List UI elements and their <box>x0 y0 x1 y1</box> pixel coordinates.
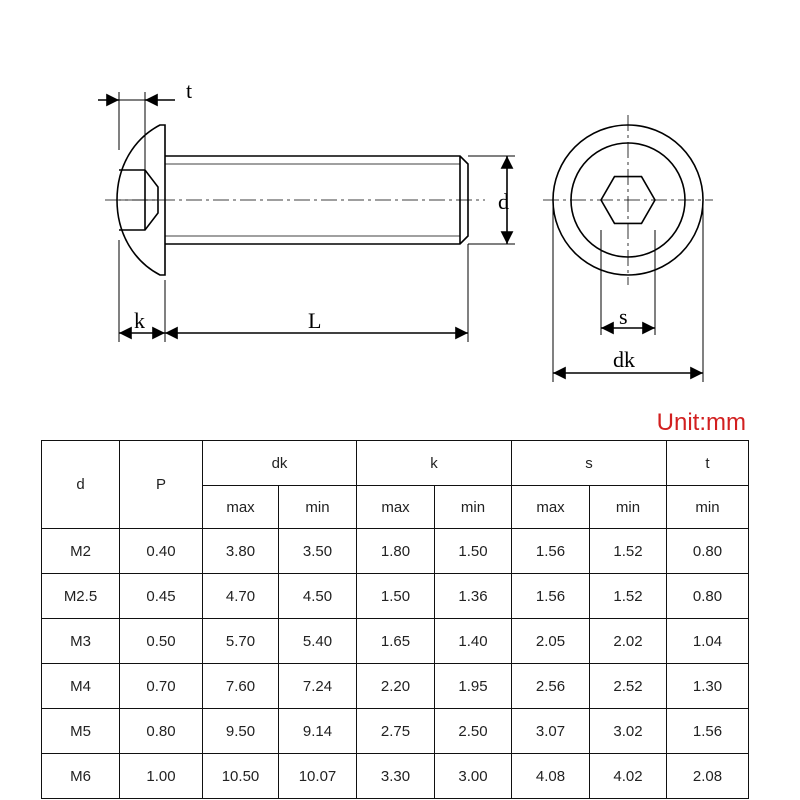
dimension-label-t: t <box>186 78 192 103</box>
table-cell: 0.50 <box>119 618 203 664</box>
header-dk: dk <box>202 440 357 486</box>
header-p: P <box>119 440 203 529</box>
table-cell: 3.02 <box>589 708 667 754</box>
table-cell: 2.50 <box>434 708 512 754</box>
table-cell: 0.80 <box>119 708 203 754</box>
subheader-dk-min: min <box>278 485 357 529</box>
table-cell: 1.65 <box>356 618 435 664</box>
table-cell: 1.30 <box>666 663 749 709</box>
dimension-label-dk: dk <box>613 347 635 372</box>
table-cell: 2.56 <box>511 663 590 709</box>
table-cell: M3 <box>41 618 120 664</box>
unit-label: Unit:mm <box>656 409 746 436</box>
table-row: M6 1.00 10.50 10.07 3.30 3.00 4.08 4.02 … <box>41 753 749 799</box>
table-row: M2 0.40 3.80 3.50 1.80 1.50 1.56 1.52 0.… <box>41 528 749 574</box>
table-cell: 0.80 <box>666 573 749 619</box>
table-cell: 2.02 <box>589 618 667 664</box>
table-cell: 2.52 <box>589 663 667 709</box>
table-cell: 1.40 <box>434 618 512 664</box>
subheader-t-min: min <box>666 485 749 529</box>
table-cell: 1.50 <box>356 573 435 619</box>
table-cell: 5.70 <box>202 618 279 664</box>
subheader-dk-max: max <box>202 485 279 529</box>
spec-table: d P dk k s t max min max min max min min… <box>41 440 749 799</box>
table-cell: 2.20 <box>356 663 435 709</box>
table-cell: M5 <box>41 708 120 754</box>
subheader-k-min: min <box>434 485 512 529</box>
table-cell: 1.95 <box>434 663 512 709</box>
table-cell: 1.52 <box>589 528 667 574</box>
subheader-s-max: max <box>511 485 590 529</box>
table-cell: M6 <box>41 753 120 799</box>
table-cell: 10.07 <box>278 753 357 799</box>
table-cell: 1.52 <box>589 573 667 619</box>
header-s: s <box>511 440 667 486</box>
table-cell: 4.70 <box>202 573 279 619</box>
table-row: M4 0.70 7.60 7.24 2.20 1.95 2.56 2.52 1.… <box>41 663 749 709</box>
subheader-k-max: max <box>356 485 435 529</box>
header-d: d <box>41 440 120 529</box>
table-cell: 1.04 <box>666 618 749 664</box>
table-cell: 0.70 <box>119 663 203 709</box>
table-cell: 7.60 <box>202 663 279 709</box>
table-cell: 10.50 <box>202 753 279 799</box>
table-cell: M2.5 <box>41 573 120 619</box>
table-row: M2.5 0.45 4.70 4.50 1.50 1.36 1.56 1.52 … <box>41 573 749 619</box>
table-cell: 1.80 <box>356 528 435 574</box>
table-cell: 3.80 <box>202 528 279 574</box>
table-cell: 3.50 <box>278 528 357 574</box>
table-cell: 9.14 <box>278 708 357 754</box>
table-cell: 1.56 <box>666 708 749 754</box>
table-cell: 0.40 <box>119 528 203 574</box>
table-cell: 0.45 <box>119 573 203 619</box>
table-cell: M2 <box>41 528 120 574</box>
table-row: M3 0.50 5.70 5.40 1.65 1.40 2.05 2.02 1.… <box>41 618 749 664</box>
subheader-s-min: min <box>589 485 667 529</box>
table-cell: 2.08 <box>666 753 749 799</box>
dimension-label-s: s <box>619 304 628 329</box>
table-cell: 1.36 <box>434 573 512 619</box>
table-row: M5 0.80 9.50 9.14 2.75 2.50 3.07 3.02 1.… <box>41 708 749 754</box>
table-cell: 2.05 <box>511 618 590 664</box>
table-cell: 1.50 <box>434 528 512 574</box>
table-cell: 4.50 <box>278 573 357 619</box>
dimension-label-k: k <box>134 308 145 333</box>
table-cell: 4.08 <box>511 753 590 799</box>
table-cell: 1.00 <box>119 753 203 799</box>
table-cell: 2.75 <box>356 708 435 754</box>
table-cell: 4.02 <box>589 753 667 799</box>
table-cell: 5.40 <box>278 618 357 664</box>
table-cell: 3.07 <box>511 708 590 754</box>
table-cell: 3.30 <box>356 753 435 799</box>
table-cell: 1.56 <box>511 573 590 619</box>
header-k: k <box>356 440 512 486</box>
table-cell: 1.56 <box>511 528 590 574</box>
table-cell: 0.80 <box>666 528 749 574</box>
dimension-label-d: d <box>498 189 509 214</box>
header-t: t <box>666 440 749 486</box>
table-cell: M4 <box>41 663 120 709</box>
table-cell: 3.00 <box>434 753 512 799</box>
screw-drawing: t k L d s dk <box>98 78 713 382</box>
table-cell: 7.24 <box>278 663 357 709</box>
table-cell: 9.50 <box>202 708 279 754</box>
dimension-label-L: L <box>308 308 321 333</box>
